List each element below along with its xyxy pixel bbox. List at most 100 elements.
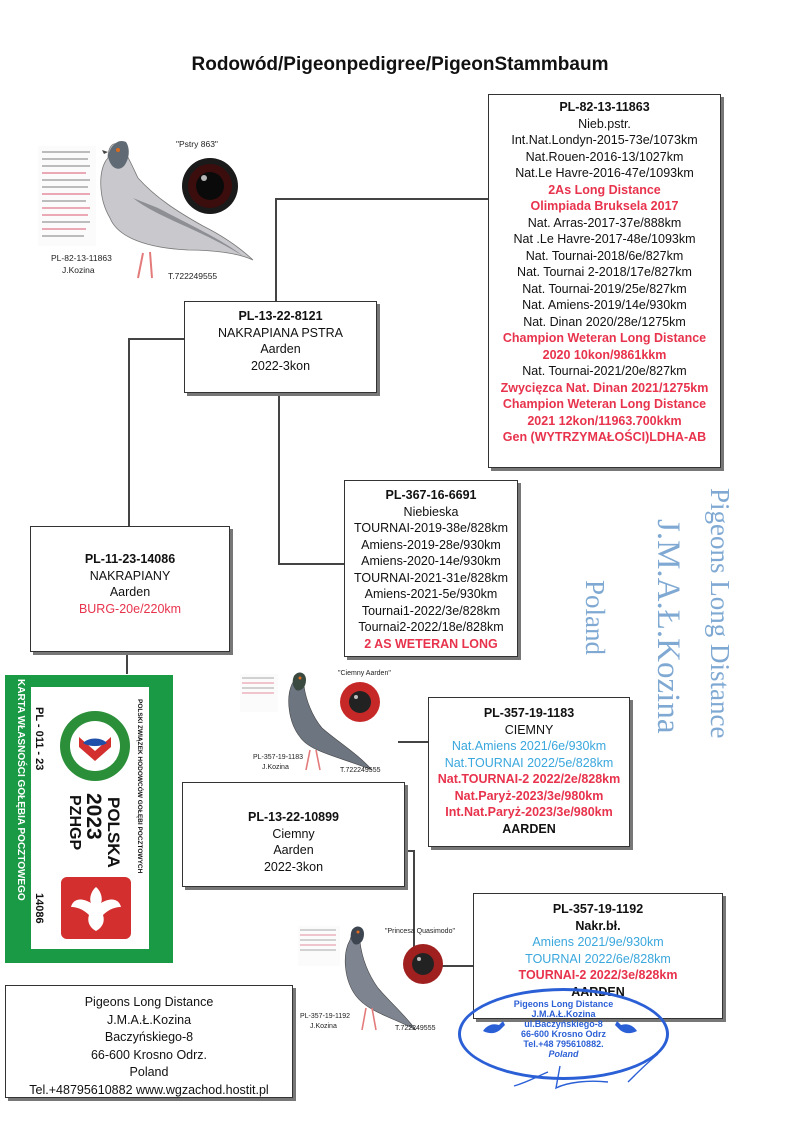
- result-line: Nat.Le Havre-2016-47e/1093km: [515, 166, 694, 180]
- card-ring: PL - 011 - 23: [33, 707, 45, 771]
- pedigree-box-dam-sire: PL-357-19-1183 CIEMNY Nat.Amiens 2021/6e…: [428, 697, 630, 847]
- owner-info-box: Pigeons Long Distance J.M.A.Ł.Kozina Bac…: [5, 985, 293, 1098]
- pedigree-box-subject: PL-11-23-14086 NAKRAPIANY Aarden BURG-20…: [30, 526, 230, 652]
- pigeon-photo-sire: [38, 128, 268, 288]
- result-line: 2As Long Distance: [548, 182, 661, 197]
- pigeon-result: BURG-20e/220km: [78, 601, 182, 616]
- result-line: 2021 12kon/11963.700kkm: [527, 413, 682, 428]
- pigeon-color: NAKRAPIANA PSTRA: [217, 325, 344, 340]
- pigeon-stamp-icon: [613, 1017, 639, 1039]
- result-line: Tournai1-2022/3e/828km: [361, 603, 501, 618]
- card-logo: [55, 707, 135, 785]
- result-line: Amiens-2021-5e/930km: [364, 587, 498, 601]
- photo-ring: PL-357-19-1183: [253, 754, 304, 761]
- ring-number: PL-11-23-14086: [84, 552, 176, 566]
- stamp-line5: Tel.+48 795610882.: [523, 1039, 604, 1049]
- result-line: Nat.Rouen-2016-13/1027km: [525, 149, 684, 164]
- pigeon-note: 2022-3kon: [250, 358, 311, 373]
- pigeon-color: Nieb.pstr.: [578, 116, 631, 131]
- result-line: Olimpiada Bruksela 2017: [530, 199, 679, 213]
- pigeon-stamp-icon: [481, 1017, 507, 1039]
- connector-line: [278, 563, 344, 565]
- side-title-line1: Pigeons Long Distance: [705, 488, 735, 739]
- connector-line: [128, 338, 130, 526]
- owner-city: 66-600 Krosno Odrz.: [90, 1047, 208, 1062]
- card-abbr: PZHGP: [66, 795, 83, 851]
- ring-number: PL-13-22-10899: [247, 810, 340, 824]
- stamp-line1: Pigeons Long Distance: [513, 999, 614, 1009]
- result-line: Nat. Tournai-2018/6e/827km: [525, 248, 684, 263]
- result-line: Amiens-2019-28e/930km: [361, 537, 501, 552]
- owner-country: Poland: [129, 1065, 169, 1079]
- photo-ring: PL-357-19-1192: [300, 1013, 351, 1020]
- card-org: POLSKI ZWIĄZEK HODOWCÓW GOŁĘBI POCZTOWYC…: [136, 699, 143, 874]
- pedigree-box-great-granddam: PL-367-16-6691 Niebieska TOURNAI-2019-38…: [344, 480, 518, 657]
- connector-line: [413, 965, 473, 967]
- result-line: TOURNAI 2022/6e/828km: [525, 951, 671, 966]
- pedigree-box-great-grandsire: PL-82-13-11863 Nieb.pstr. Int.Nat.Londyn…: [488, 94, 721, 468]
- pigeon-strain: Aarden: [273, 843, 314, 857]
- pigeon-color: NAKRAPIANY: [89, 568, 171, 583]
- result-line: Nat. Arras-2017-37e/888km: [527, 215, 682, 230]
- card-country: POLSKA: [104, 797, 123, 868]
- result-line: Nat. Tournai 2-2018/17e/827km: [517, 265, 692, 279]
- owner-name: J.M.A.Ł.Kozina: [106, 1012, 192, 1027]
- ring-number: PL-82-13-11863: [559, 100, 650, 114]
- photo-name: "Ciemny Aarden": [338, 670, 391, 677]
- connector-line: [275, 198, 488, 200]
- result-line: Champion Weteran Long Distance: [502, 397, 707, 411]
- result-line: 2 AS WETERAN LONG: [364, 636, 498, 651]
- side-title-line2: J.M.A.Ł.Kozina: [650, 519, 686, 734]
- pigeon-color: Niebieska: [403, 504, 459, 519]
- owner-stamp: Pigeons Long Distance J.M.A.Ł.Kozina ul.…: [458, 988, 669, 1080]
- eagle-emblem: [61, 877, 131, 939]
- photo-owner: J.Kozina: [62, 265, 95, 275]
- result-line: TOURNAI-2 2022/3e/828km: [518, 968, 678, 982]
- photo-name: "Princesa Quasimodo": [385, 928, 455, 935]
- result-line: Tournai2-2022/18e/828km: [358, 620, 504, 634]
- result-line: TOURNAI-2021-31e/828km: [353, 570, 508, 585]
- pigeon-color: CIEMNY: [504, 722, 554, 737]
- page-title: Rodowód/Pigeonpedigree/PigeonStammbaum: [191, 54, 609, 75]
- card-inner: PL - 011 - 23 14086 POLSKI ZWIĄZEK HODOW…: [31, 687, 149, 949]
- stamp-line2: J.M.A.Ł.Kozina: [531, 1009, 596, 1019]
- result-line: Amiens-2020-14e/930km: [361, 554, 501, 568]
- result-line: Int.Nat.Paryż-2023/3e/980km: [445, 805, 613, 819]
- result-line: Nat. Tournai-2019/25e/827km: [522, 281, 687, 296]
- pigeon-note: 2022-3kon: [263, 859, 324, 874]
- signature: [508, 1052, 678, 1092]
- pedigree-box-grandsire: PL-13-22-8121 NAKRAPIANA PSTRA Aarden 20…: [184, 301, 377, 393]
- pigeon-photo-dam-sire: [240, 662, 405, 777]
- card-number: 14086: [33, 893, 45, 924]
- photo-owner: J.Kozina: [262, 764, 289, 771]
- pigeon-strain: Aarden: [260, 342, 301, 356]
- connector-line: [398, 741, 428, 743]
- connector-line: [413, 850, 415, 966]
- photo-tel: T.722249555: [340, 767, 381, 774]
- stamp-line6: Poland: [548, 1049, 579, 1059]
- photo-name: "Pstry 863": [176, 139, 218, 149]
- ownership-card: KARTA WŁASNOŚCI GOŁĘBIA POCZTOWEGO PL - …: [5, 675, 173, 963]
- result-line: Nat.Amiens 2021/6e/930km: [451, 739, 607, 753]
- result-line: Zwycięzca Nat. Dinan 2021/1275km: [500, 380, 709, 395]
- pedigree-box-granddam: PL-13-22-10899 Ciemny Aarden 2022-3kon: [182, 782, 405, 887]
- photo-tel: T.722249555: [168, 271, 218, 281]
- owner-business: Pigeons Long Distance: [84, 995, 214, 1009]
- result-line: Champion Weteran Long Distance: [502, 331, 707, 345]
- ring-number: PL-357-19-1183: [483, 706, 575, 720]
- pigeon-color: Ciemny: [272, 826, 315, 841]
- photo-ring: PL-82-13-11863: [51, 253, 112, 263]
- connector-line: [405, 850, 413, 852]
- connector-line: [126, 652, 128, 674]
- result-line: Nat.TOURNAI-2 2022/2e/828km: [437, 772, 621, 786]
- result-line: Nat. Amiens-2019/14e/930km: [522, 298, 687, 312]
- pigeon-color: Nakr.bł.: [575, 918, 621, 933]
- result-line: TOURNAI-2019-38e/828km: [353, 521, 508, 535]
- ring-number: PL-357-19-1192: [552, 902, 644, 916]
- card-year: 2023: [82, 793, 105, 840]
- result-line: Nat.TOURNAI 2022/5e/828km: [444, 755, 614, 770]
- pigeon-strain: AARDEN: [502, 821, 556, 836]
- ring-number: PL-13-22-8121: [238, 309, 323, 323]
